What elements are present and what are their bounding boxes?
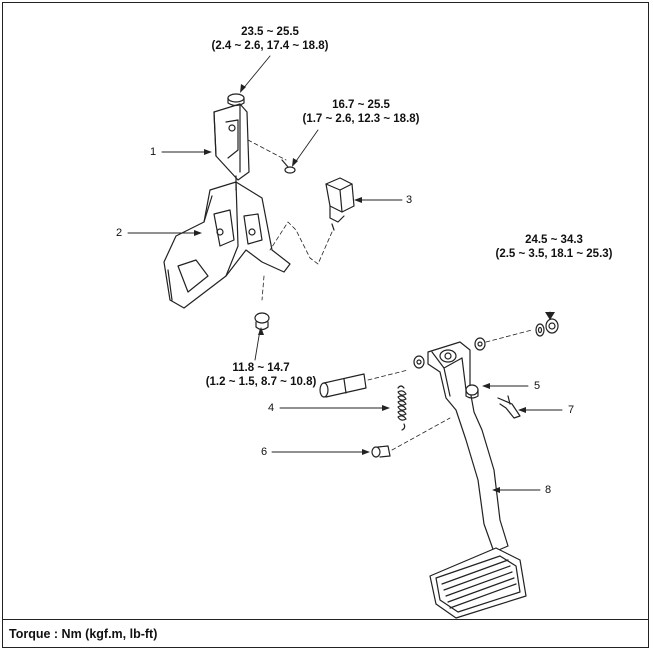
torque-unit-note: Torque : Nm (kgf.m, lb-ft): [9, 627, 158, 641]
callout-7: 7: [568, 404, 575, 416]
nut-right: [545, 318, 559, 334]
torque-value-nm: 24.5 ~ 34.3: [525, 234, 583, 246]
torque-value-alt: (2.4 ~ 2.6, 17.4 ~ 18.8): [211, 40, 329, 52]
return-spring-part-4: [397, 385, 407, 431]
bushing-right: [474, 337, 486, 351]
nut-lower: [254, 312, 270, 331]
callout-8: 8: [545, 484, 552, 496]
torque-spec-bracket-bolt: 16.7 ~ 25.5 (1.7 ~ 2.6, 12.3 ~ 18.8): [294, 98, 428, 126]
stop-lamp-switch-part-3: [325, 177, 355, 231]
torque-value-alt: (2.5 ~ 3.5, 18.1 ~ 25.3): [495, 248, 613, 260]
washer-right: [535, 323, 545, 337]
callout-3: 3: [406, 194, 413, 206]
torque-value-nm: 11.8 ~ 14.7: [232, 362, 290, 374]
callout-6: 6: [261, 446, 268, 458]
nut-top: [227, 93, 245, 107]
torque-value-alt: (1.7 ~ 2.6, 12.3 ~ 18.8): [302, 113, 420, 125]
bushing-left: [413, 355, 425, 369]
torque-spec-pivot-nut: 24.5 ~ 34.3 (2.5 ~ 3.5, 18.1 ~ 25.3): [480, 233, 628, 261]
leader-torque-2: [293, 129, 319, 165]
clip-part-7: [497, 395, 521, 419]
torque-value-nm: 16.7 ~ 25.5: [332, 99, 390, 111]
bracket-bolt: [281, 159, 296, 174]
pedal-member-part-2: [163, 175, 291, 309]
bracket-part-1: [213, 103, 250, 181]
callout-4: 4: [268, 402, 275, 414]
leader-arrowheads: [194, 84, 555, 493]
torque-value-alt: (1.2 ~ 1.5, 8.7 ~ 10.8): [205, 376, 317, 388]
pedal-pad: [429, 547, 527, 619]
callout-1: 1: [150, 146, 157, 158]
leader-torque-1: [241, 55, 271, 91]
torque-spec-bracket-nut: 23.5 ~ 25.5 (2.4 ~ 2.6, 17.4 ~ 18.8): [200, 25, 340, 53]
brake-pedal-arm-part-8: [427, 341, 509, 553]
bushing-part-5: [465, 384, 479, 399]
callout-5: 5: [534, 380, 541, 392]
torque-spec-member-nut: 11.8 ~ 14.7 (1.2 ~ 1.5, 8.7 ~ 10.8): [196, 361, 326, 389]
footer-bar: Torque : Nm (kgf.m, lb-ft): [3, 619, 648, 648]
pivot-bolt: [319, 373, 367, 398]
torque-value-nm: 23.5 ~ 25.5: [241, 26, 299, 38]
callout-2: 2: [116, 227, 123, 239]
pin-part-6: [371, 445, 391, 458]
